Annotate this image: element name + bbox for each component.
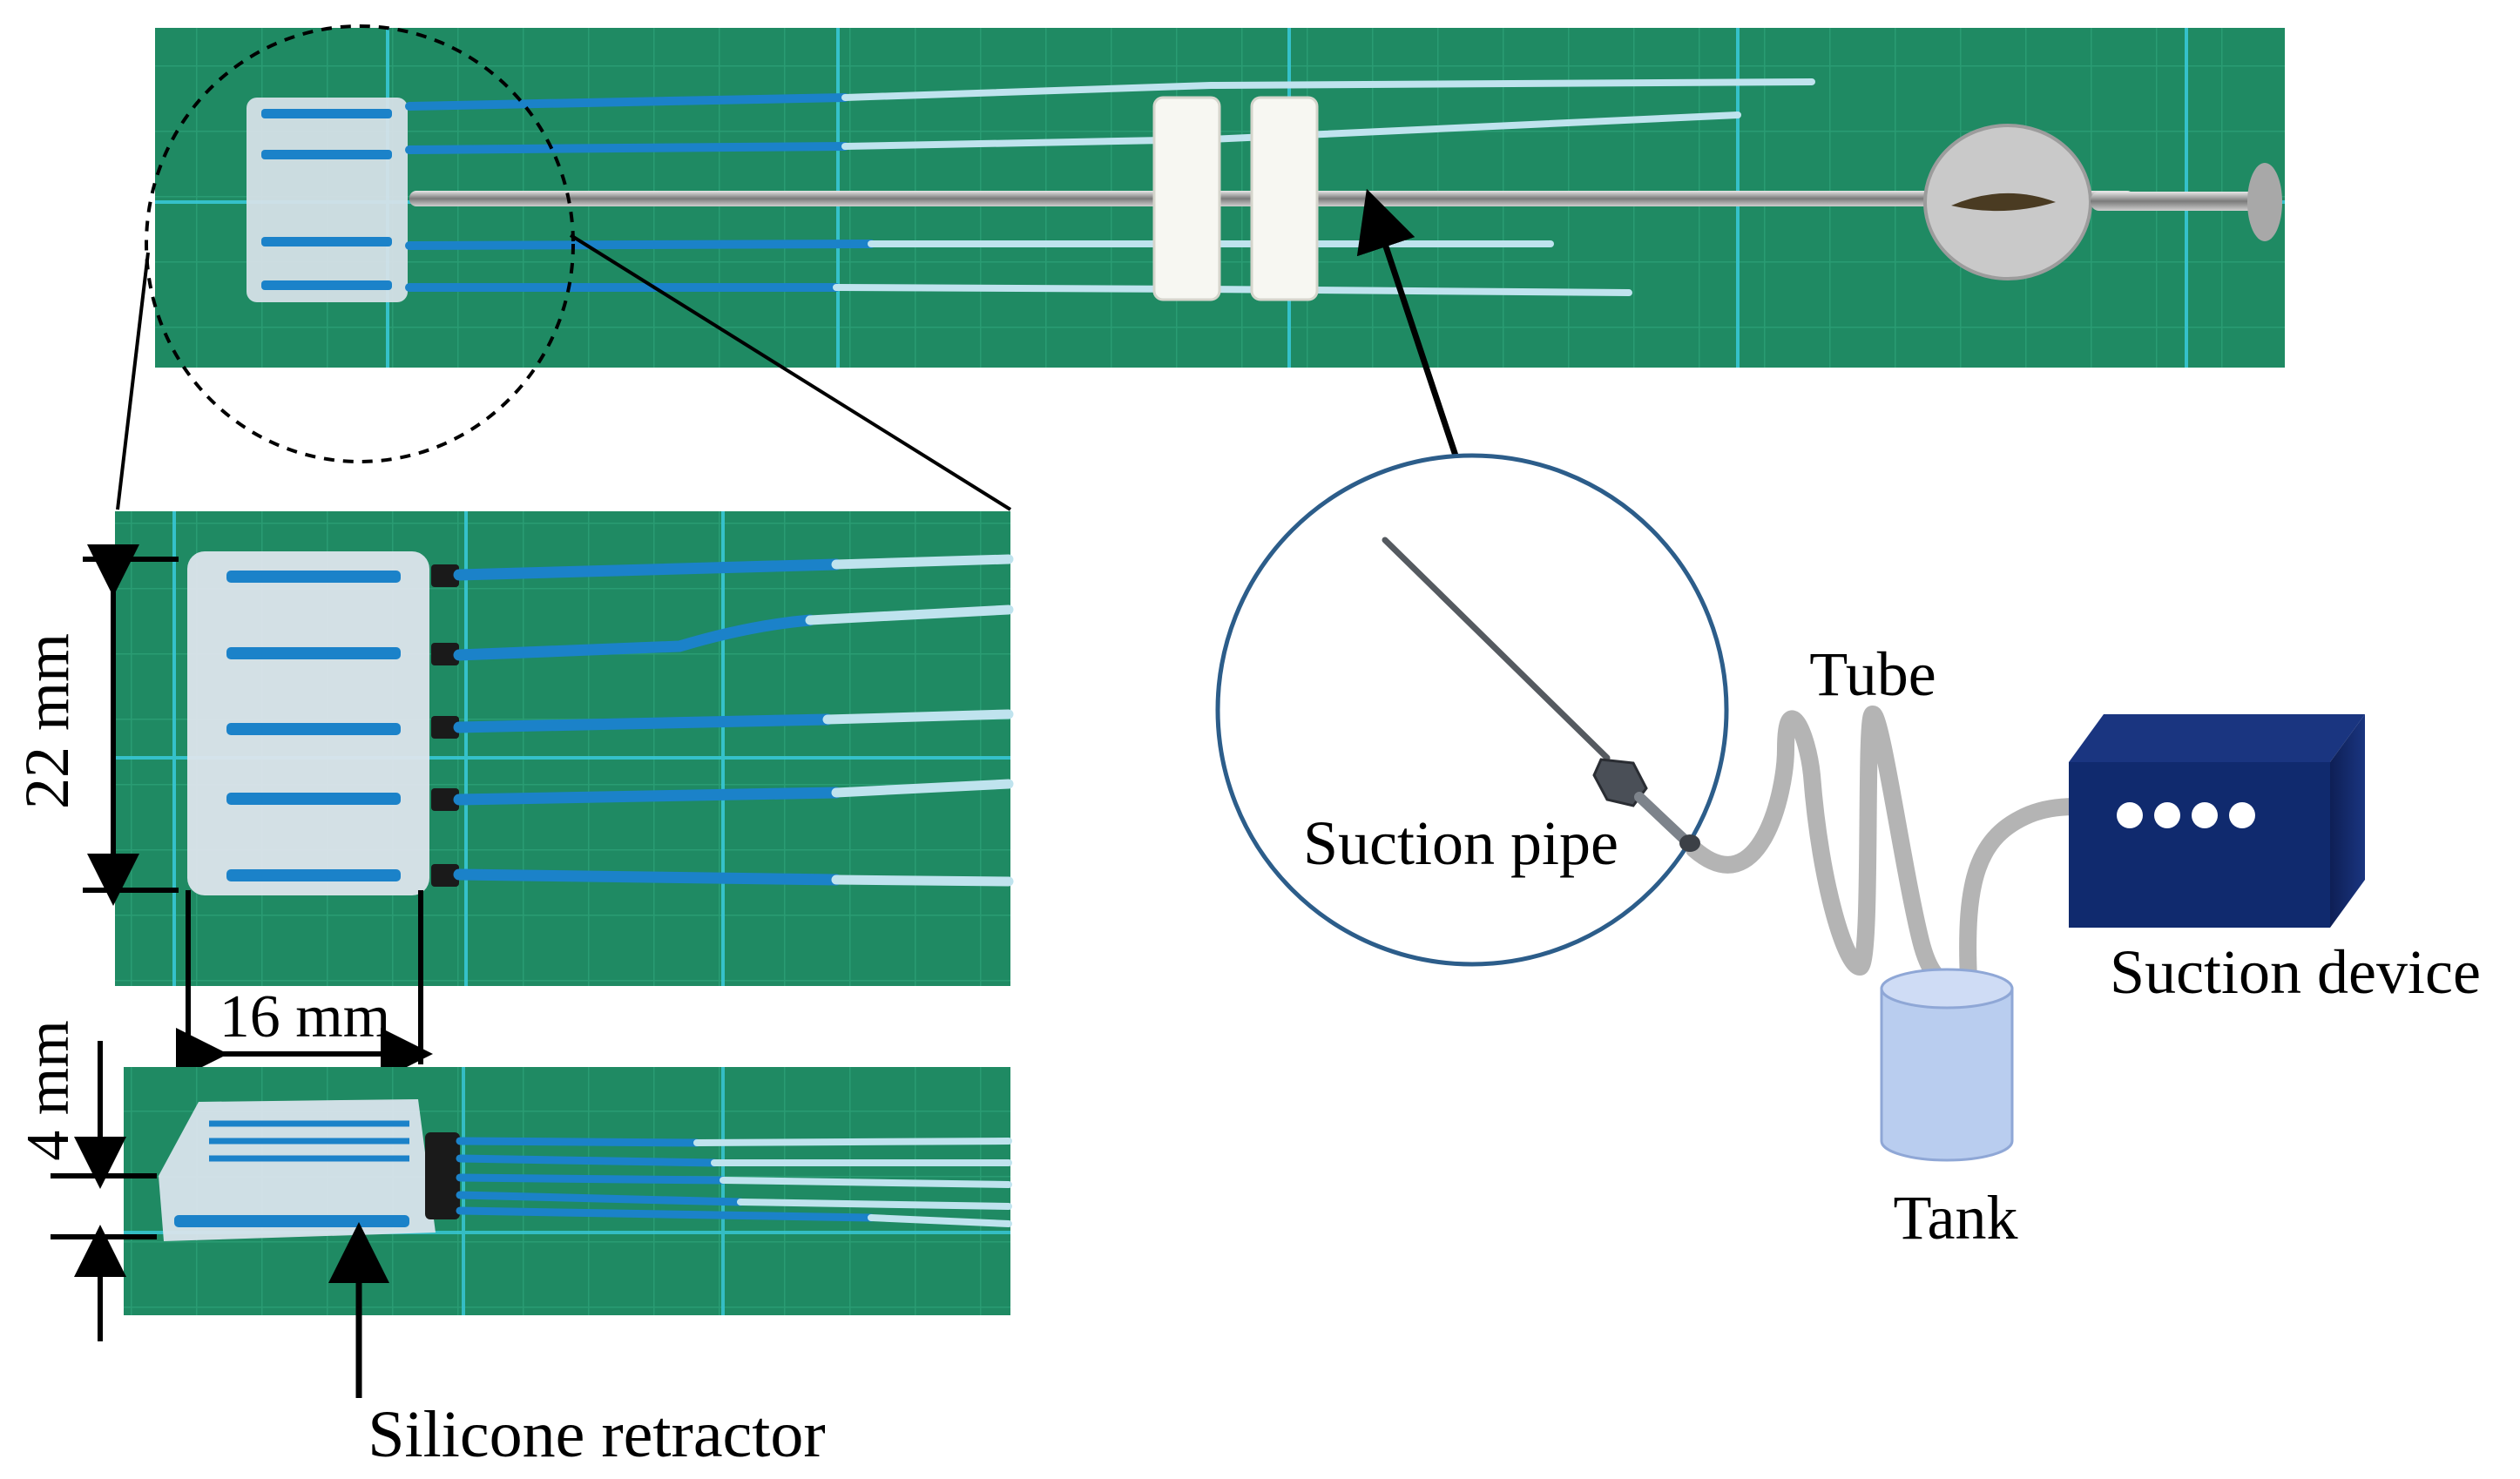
clip <box>1152 96 1221 301</box>
device-button <box>2154 802 2180 828</box>
suction-pipe-label: Suction pipe <box>1303 808 1618 878</box>
suction-device <box>2069 714 2365 928</box>
side-view-photo <box>124 1067 1012 1315</box>
tank <box>1880 968 2014 1162</box>
suction-pipe-illustration <box>1382 537 1700 852</box>
retractor-label: Silicone retractor <box>368 1398 825 1471</box>
width-label: 16 mm <box>220 983 390 1050</box>
zoom-line-left <box>116 252 150 510</box>
tank-label: Tank <box>1894 1183 2018 1253</box>
height-label: 22 mm <box>12 633 82 809</box>
tube-label: Tube <box>1809 639 1936 709</box>
device-button <box>2229 802 2255 828</box>
zoom-circle <box>145 24 575 463</box>
pipe-pointer-arrow <box>1356 188 1463 468</box>
pipe-detail-circle <box>1215 453 1729 967</box>
height-dimension <box>83 544 179 906</box>
clip <box>1250 96 1319 301</box>
width-dimension <box>176 890 433 1080</box>
tube-hose <box>1686 705 1956 990</box>
device-button <box>2117 802 2143 828</box>
device-button <box>2192 802 2218 828</box>
zoom-line-right <box>569 233 1012 511</box>
top-view-photo <box>115 511 1014 986</box>
thickness-label: 4 mm <box>15 1020 82 1160</box>
retractor-side <box>159 1099 436 1241</box>
suction-device-label: Suction device <box>2110 937 2481 1007</box>
retractor-block <box>247 98 408 302</box>
thickness-dimension <box>51 1041 157 1341</box>
top-photo <box>155 28 2285 368</box>
